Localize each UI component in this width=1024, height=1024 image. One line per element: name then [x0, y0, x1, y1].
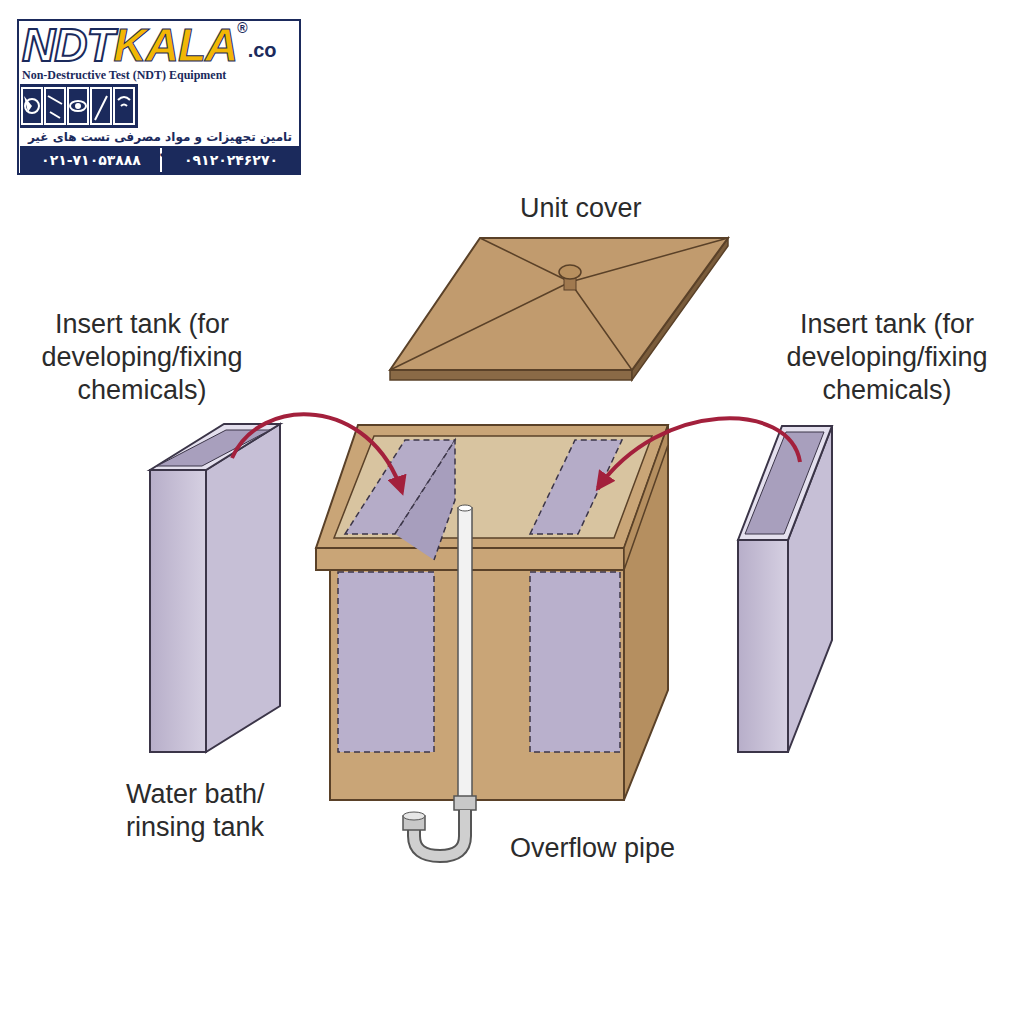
- insert-tank-left: [150, 424, 280, 752]
- logo-tagline: Non-Destructive Test (NDT) Equipment: [22, 68, 298, 82]
- logo-mark: KALA: [114, 20, 238, 70]
- part-label: Insert tank (for developing/fixing chemi…: [756, 308, 1018, 407]
- logo-wordmark: NDTKALA®.co: [22, 20, 277, 70]
- insert-tank-right: [738, 426, 832, 752]
- part-label: Water bath/ rinsing tank: [126, 778, 316, 844]
- logo: [18, 20, 300, 174]
- water-bath-box: [316, 425, 668, 856]
- logo-mark: NDT: [22, 20, 114, 70]
- phone-number: ۰۲۱-۷۱۰۵۳۸۸۸: [22, 150, 160, 170]
- part-label: Unit cover: [520, 192, 720, 225]
- logo-mark: ®: [237, 20, 247, 36]
- unit-cover: [390, 238, 728, 380]
- logo-mark: .co: [248, 40, 277, 60]
- phone-number: ۰۹۱۲۰۲۴۶۲۷۰: [162, 150, 300, 170]
- part-label: Insert tank (for developing/fixing chemi…: [12, 308, 272, 407]
- insert-arrow: [598, 418, 800, 488]
- insert-arrow: [232, 414, 402, 492]
- part-label: Overflow pipe: [510, 832, 730, 865]
